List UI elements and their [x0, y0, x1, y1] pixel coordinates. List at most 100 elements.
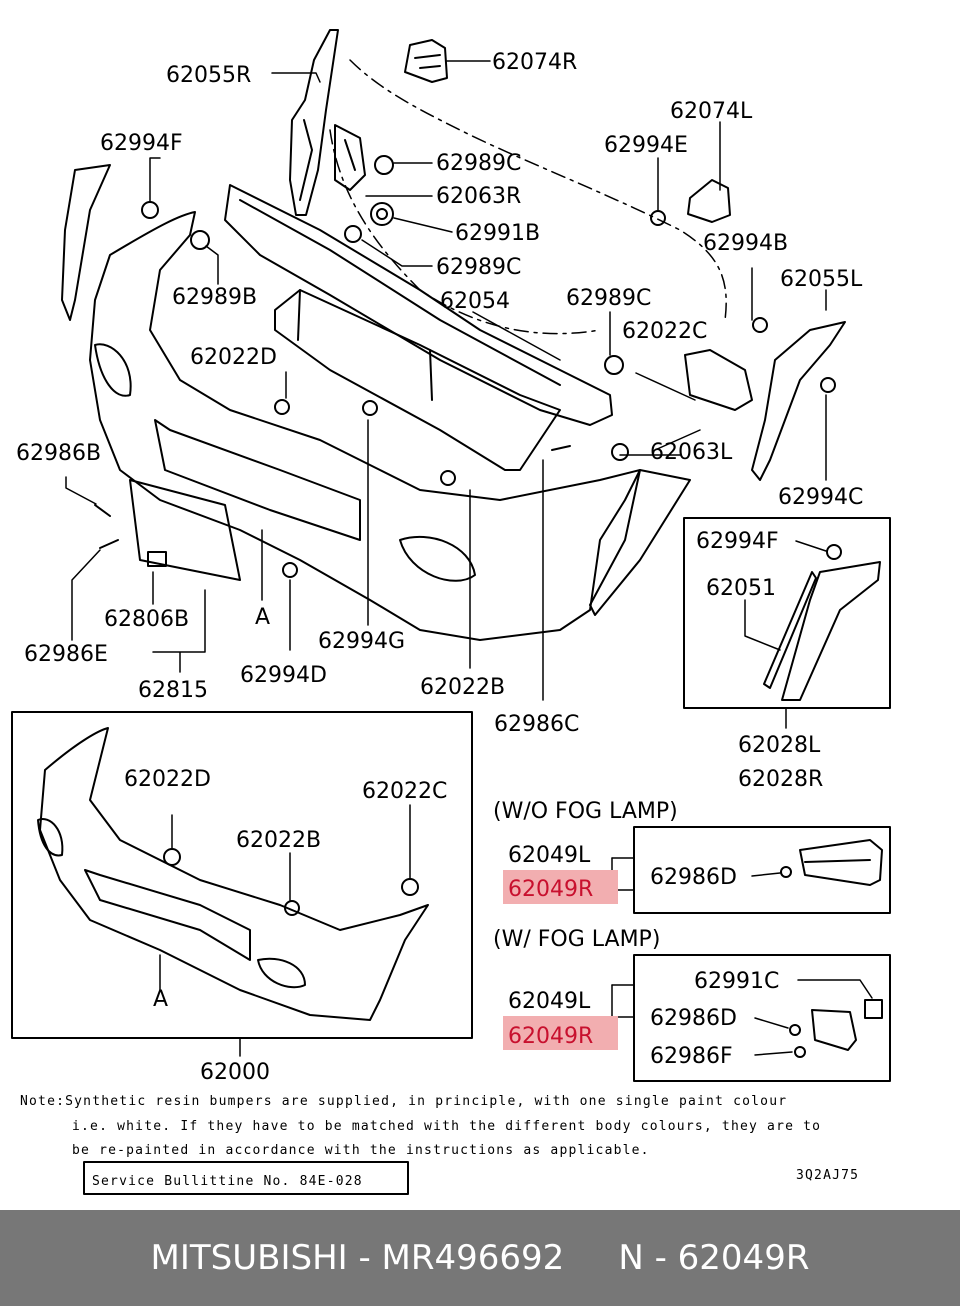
- label-62986B: 62986B: [16, 441, 101, 466]
- label-62989C: 62989C: [436, 151, 521, 176]
- bolt-62994C: [820, 377, 836, 393]
- inset-box-wo-fog: [633, 826, 891, 914]
- bumper-assembly-62000: [39, 727, 429, 1021]
- inset-box-w-fog: [633, 954, 891, 1082]
- bumper-fascia-upper: [89, 211, 641, 641]
- highlight-62049R-1: [503, 870, 618, 904]
- label-62049L: 62049L: [508, 989, 591, 1014]
- screw-62986B: [94, 504, 111, 517]
- plate-nut-62806B: [147, 551, 167, 567]
- label-62994F: 62994F: [100, 131, 183, 156]
- label-62022D: 62022D: [190, 345, 277, 370]
- bolt-62994B: [752, 317, 768, 333]
- label-62986E: 62986E: [24, 642, 108, 667]
- fog-cover-w: [811, 1009, 857, 1051]
- label-62994D: 62994D: [240, 663, 327, 688]
- bolt-62994G: [362, 400, 378, 416]
- note-line-1: Note:Synthetic resin bumpers are supplie…: [20, 1094, 787, 1109]
- label-62994G: 62994G: [318, 629, 405, 654]
- label-62994F: 62994F: [696, 529, 779, 554]
- label-62815: 62815: [138, 678, 208, 703]
- clip-62022C-low: [401, 878, 419, 896]
- note-line-2: i.e. white. If they have to be matched w…: [72, 1119, 821, 1134]
- label-62028L: 62028L: [738, 733, 821, 758]
- label-62986F: 62986F: [650, 1044, 733, 1069]
- label-62054: 62054: [440, 289, 510, 314]
- label-62994B: 62994B: [703, 231, 788, 256]
- label-62986D: 62986D: [650, 1006, 737, 1031]
- label-62055R: 62055R: [166, 63, 251, 88]
- lower-grille-low: [84, 869, 251, 961]
- drawing-code: 3Q2AJ75: [796, 1168, 859, 1183]
- label-62049R: 62049R: [508, 877, 593, 902]
- support-62063R: [334, 124, 366, 191]
- lower-frame: [274, 289, 561, 471]
- bolt-62994D: [282, 562, 298, 578]
- side-molding-left: [61, 164, 111, 321]
- label-62022C-low: 62022C: [362, 779, 447, 804]
- note-line-3: be re-painted in accordance with the ins…: [72, 1143, 650, 1158]
- clip-62989C-2: [344, 225, 362, 243]
- footer-title: MITSUBISHI - MR496692 N - 62049R: [150, 1238, 810, 1278]
- bracket-62055L: [751, 321, 846, 481]
- label-A: A: [255, 605, 270, 630]
- service-bulletin-text: Service Bullittine No. 84E-028: [92, 1174, 363, 1189]
- label-A-low: A: [153, 987, 168, 1012]
- label-62063R: 62063R: [436, 184, 521, 209]
- clip-62989B: [190, 230, 210, 250]
- label-62994E: 62994E: [604, 133, 688, 158]
- label-62022D-low: 62022D: [124, 767, 211, 792]
- bracket-62055R: [289, 29, 339, 216]
- label-62986D: 62986D: [650, 865, 737, 890]
- label-62000: 62000: [200, 1060, 270, 1085]
- label-62028R: 62028R: [738, 767, 823, 792]
- clip-62022C: [611, 443, 629, 461]
- support-62063L: [684, 349, 753, 411]
- bracket-62074R: [404, 39, 448, 83]
- clip-62022D-low: [163, 848, 181, 866]
- label-62989C: 62989C: [436, 255, 521, 280]
- screw-62986C: [551, 445, 571, 451]
- bolt-62994F: [141, 201, 159, 219]
- label-62055L: 62055L: [780, 267, 863, 292]
- diagram-canvas: 62055R 62074R 62074L 62994F 62994E 62989…: [11, 29, 891, 1195]
- clip-62989C-3: [604, 355, 624, 375]
- label-62022B-low: 62022B: [236, 828, 321, 853]
- label-wo-fog: (W/O FOG LAMP): [493, 799, 678, 824]
- fog-recess-right: [399, 535, 476, 582]
- fog-recess-left: [94, 343, 132, 397]
- side-molding-right: [589, 469, 691, 616]
- label-62022B: 62022B: [420, 675, 505, 700]
- label-62049L: 62049L: [508, 843, 591, 868]
- clip-62022D: [274, 399, 290, 415]
- clip-62022B-low: [284, 900, 300, 916]
- lower-grille-upper: [154, 419, 361, 541]
- label-62989B: 62989B: [172, 285, 257, 310]
- clip-62022B: [440, 470, 456, 486]
- inset-box-62028: [683, 517, 891, 709]
- bracket-62074L: [687, 179, 731, 223]
- clip-62991C: [864, 999, 883, 1019]
- label-62022C: 62022C: [622, 319, 707, 344]
- parts-diagram: 62055R 62074R 62074L 62994F 62994E 62989…: [11, 29, 891, 1195]
- label-62989C: 62989C: [566, 286, 651, 311]
- label-62051: 62051: [706, 576, 776, 601]
- label-62074R: 62074R: [492, 50, 577, 75]
- clip-62994F-box: [826, 544, 842, 560]
- highlight-62049R-2: [503, 1016, 618, 1050]
- label-62986C: 62986C: [494, 712, 579, 737]
- label-w-fog: (W/ FOG LAMP): [493, 927, 660, 952]
- footer-bar: MITSUBISHI - MR496692 N - 62049R: [0, 1210, 960, 1306]
- label-62063L: 62063L: [650, 440, 733, 465]
- label-62991C: 62991C: [694, 969, 779, 994]
- strip-62051: [763, 571, 817, 689]
- label-62074L: 62074L: [670, 99, 753, 124]
- body-outline-dashed: [349, 59, 727, 321]
- crossmember-62054: [224, 184, 613, 426]
- clip-62991B: [370, 202, 394, 226]
- label-62991B: 62991B: [455, 221, 540, 246]
- service-bulletin-box: [83, 1161, 409, 1195]
- bolt-62994E: [650, 210, 666, 226]
- screw-62986E: [99, 539, 119, 549]
- clip-62989C-1: [374, 155, 394, 175]
